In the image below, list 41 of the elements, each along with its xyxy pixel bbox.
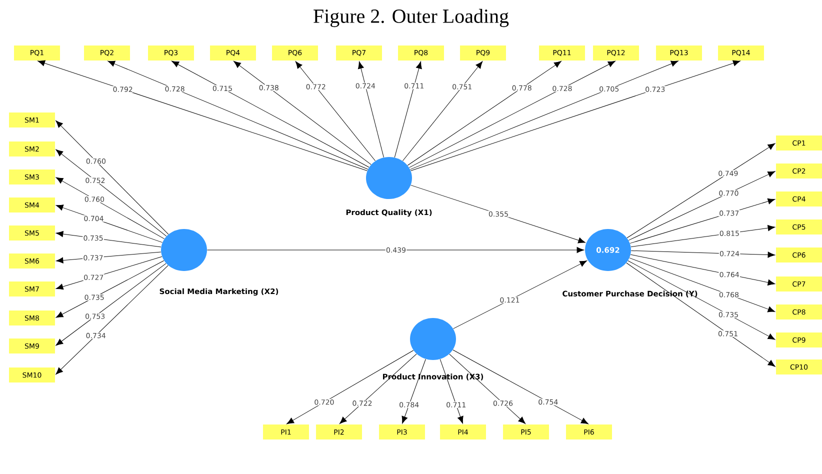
arrow bbox=[358, 61, 384, 158]
arrow bbox=[402, 358, 426, 424]
arrow bbox=[38, 60, 368, 171]
arrow bbox=[339, 354, 417, 424]
arrow bbox=[449, 354, 526, 424]
arrow bbox=[630, 198, 776, 244]
arrow bbox=[206, 246, 584, 254]
arrow bbox=[234, 61, 372, 165]
arrow bbox=[410, 60, 740, 171]
arrow bbox=[630, 225, 776, 248]
arrow bbox=[628, 260, 776, 340]
arrow bbox=[286, 350, 414, 424]
arrow bbox=[295, 61, 376, 162]
arrow bbox=[56, 149, 167, 236]
arrow bbox=[108, 60, 368, 170]
arrow bbox=[628, 171, 776, 241]
arrow bbox=[56, 204, 163, 243]
arrow bbox=[56, 231, 162, 248]
figure-title: Figure 2. Outer Loading bbox=[314, 8, 509, 28]
arrow bbox=[452, 350, 588, 424]
arrow bbox=[453, 260, 588, 329]
arrow bbox=[407, 60, 562, 166]
arrow bbox=[629, 258, 776, 312]
arrow bbox=[56, 260, 164, 318]
arrow bbox=[408, 60, 616, 168]
arrow bbox=[630, 254, 776, 286]
arrow bbox=[56, 120, 169, 235]
arrow bbox=[440, 358, 464, 424]
arrow bbox=[56, 265, 168, 375]
arrow bbox=[394, 61, 422, 158]
arrow bbox=[56, 263, 166, 346]
arrow bbox=[410, 184, 586, 244]
arrow bbox=[56, 256, 162, 290]
arrow bbox=[410, 60, 678, 170]
arrow bbox=[402, 61, 483, 162]
arrow bbox=[56, 177, 165, 240]
arrow bbox=[172, 60, 370, 168]
arrow bbox=[630, 250, 776, 258]
arrow bbox=[626, 262, 776, 367]
arrow bbox=[626, 143, 776, 238]
arrow bbox=[56, 252, 162, 264]
